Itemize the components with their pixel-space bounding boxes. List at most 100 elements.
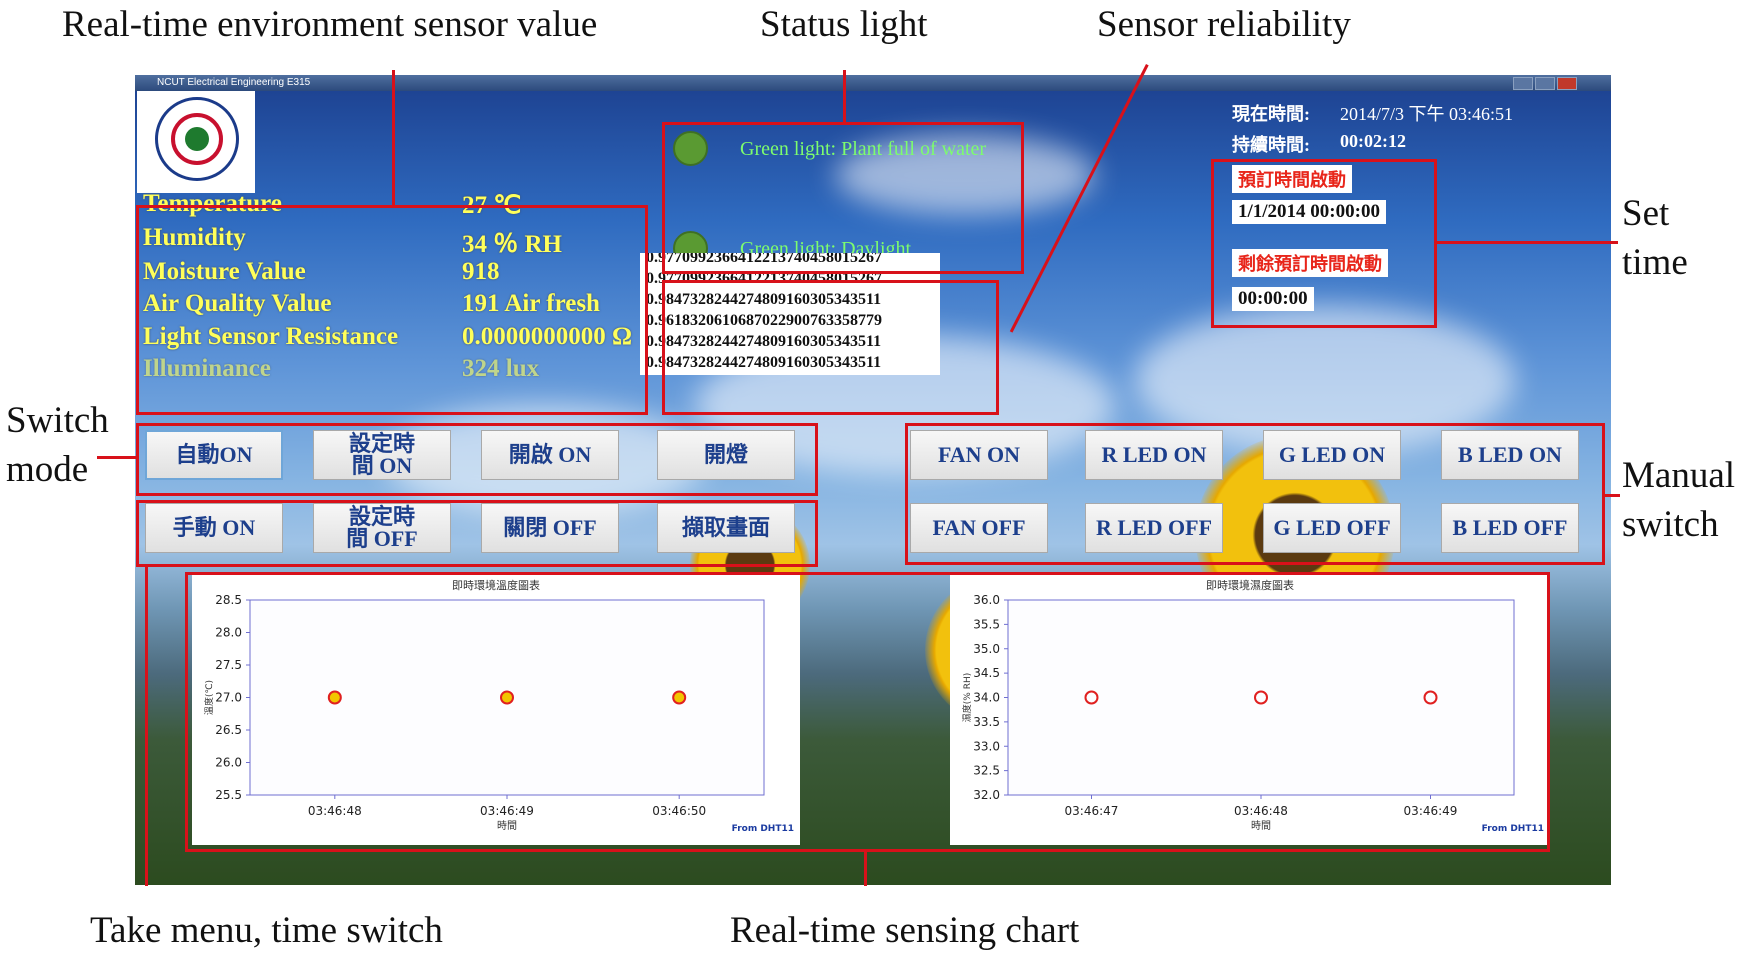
highlight-manual <box>905 423 1605 565</box>
reliability-value: 0.9847328244274809160305343511 <box>646 354 882 371</box>
set-time-on-button[interactable]: 設定時間 ON <box>313 430 451 480</box>
minimize-button[interactable] <box>1513 77 1533 90</box>
y-tick-label: 26.5 <box>215 723 242 737</box>
r-led-off-button[interactable]: R LED OFF <box>1085 503 1223 553</box>
sensor-label-moisture: Moisture Value <box>143 258 306 285</box>
close-button[interactable] <box>1557 77 1577 90</box>
set-time-off-button[interactable]: 設定時間 OFF <box>313 503 451 553</box>
y-tick-label: 27.0 <box>215 691 242 705</box>
remaining-time-label: 剩餘預訂時間啟動 <box>1232 249 1388 277</box>
callout-switch-mode-1: Switch <box>6 400 109 441</box>
y-tick-label: 25.5 <box>215 788 242 802</box>
chart-source-label: From DHT11 <box>732 824 794 834</box>
y-axis-label: 溫度(℃) <box>203 680 215 715</box>
y-tick-label: 34.5 <box>973 666 1000 680</box>
g-led-on-button[interactable]: G LED ON <box>1263 430 1401 480</box>
y-tick-label: 35.0 <box>973 642 1000 656</box>
sensor-label-light-resistance: Light Sensor Resistance <box>143 323 399 350</box>
callout-set-time-1: Set <box>1622 193 1670 234</box>
light-on-button[interactable]: 開燈 <box>657 430 795 480</box>
y-tick-label: 35.5 <box>973 617 1000 631</box>
y-tick-label: 33.0 <box>973 739 1000 753</box>
y-tick-label: 27.5 <box>215 658 242 672</box>
highlight-charts <box>185 572 1550 852</box>
connector-take-menu <box>145 566 148 886</box>
callout-sensing-chart: Real-time sensing chart <box>730 910 1080 951</box>
current-time-value: 2014/7/3 下午 03:46:51 <box>1340 104 1514 124</box>
y-tick-label: 26.0 <box>215 756 242 770</box>
y-tick-label: 32.5 <box>973 764 1000 778</box>
highlight-mode-row1 <box>136 423 818 496</box>
data-point <box>1084 690 1099 705</box>
callout-manual-switch-1: Manual <box>1622 455 1736 496</box>
highlight-sensor-values <box>136 205 648 415</box>
x-tick-label: 03:46:48 <box>1234 804 1288 818</box>
title-bar: NCUT Electrical Engineering E315 <box>135 75 1611 91</box>
y-tick-label: 33.5 <box>973 715 1000 729</box>
highlight-reliability <box>662 280 999 415</box>
connector-manual <box>1604 494 1620 497</box>
b-led-on-button[interactable]: B LED ON <box>1441 430 1579 480</box>
chart-title: 即時環境溫度圖表 <box>452 578 540 592</box>
maximize-button[interactable] <box>1535 77 1555 90</box>
chart-title: 即時環境濕度圖表 <box>1206 578 1294 592</box>
reliability-value: 0.977099236641221374045801526​7 <box>646 253 882 266</box>
callout-switch-mode-2: mode <box>6 449 89 490</box>
y-tick-label: 34.0 <box>973 691 1000 705</box>
sensor-label-illuminance: Illuminance <box>143 355 271 382</box>
duration-label: 持續時間: <box>1232 135 1310 155</box>
data-point <box>327 690 342 705</box>
sensor-value-humidity: 34 ％ RH <box>462 231 563 258</box>
x-tick-label: 03:46:47 <box>1065 804 1119 818</box>
duration-value: 00:02:12 <box>1340 131 1406 151</box>
r-led-on-button[interactable]: R LED ON <box>1085 430 1223 480</box>
scheduled-start-label: 預訂時間啟動 <box>1232 165 1352 193</box>
callout-set-time-2: time <box>1622 242 1688 283</box>
sensor-value-illuminance: 324 lux <box>462 355 540 382</box>
fan-off-button[interactable]: FAN OFF <box>910 503 1048 553</box>
fan-on-button[interactable]: FAN ON <box>910 430 1048 480</box>
data-point <box>500 690 514 705</box>
manual-on-button[interactable]: 手動 ON <box>145 503 283 553</box>
window-title: NCUT Electrical Engineering E315 <box>157 77 311 88</box>
g-led-off-button[interactable]: G LED OFF <box>1263 503 1401 553</box>
chart-source-label: From DHT11 <box>1482 824 1544 834</box>
scheduled-start-field[interactable]: 1/1/2014 00:00:00 <box>1232 200 1386 224</box>
x-axis-label: 時間 <box>497 820 517 832</box>
remaining-time-field: 00:00:00 <box>1232 287 1314 311</box>
sensor-label-temperature: Temperature <box>143 190 282 217</box>
close-off-button[interactable]: 關閉 OFF <box>481 503 619 553</box>
connector-switch-mode <box>97 456 137 459</box>
highlight-status-light <box>662 122 1024 274</box>
sensor-label-air-quality: Air Quality Value <box>143 290 332 317</box>
highlight-set-time <box>1211 159 1437 328</box>
x-tick-label: 03:46:48 <box>308 804 362 818</box>
app-window: NCUT Electrical Engineering E315 Tempera… <box>135 75 1611 885</box>
reliability-value: 0.9847328244274809160305343511 <box>646 291 882 308</box>
callout-sensor-reliability: Sensor reliability <box>1097 4 1351 45</box>
sensor-value-air-quality: 191 Air fresh <box>462 290 600 317</box>
capture-screen-button[interactable]: 擷取畫面 <box>657 503 795 553</box>
status-led-water <box>673 131 708 166</box>
connector-status <box>843 70 846 123</box>
connector-chart <box>864 851 867 886</box>
cloud <box>835 135 1095 215</box>
x-tick-label: 03:46:49 <box>1404 804 1458 818</box>
status-text-water: Green light: Plant full of water <box>740 138 987 160</box>
highlight-mode-row2 <box>136 500 818 567</box>
current-time-label: 現在時間: <box>1232 104 1310 124</box>
connector-sensor <box>392 70 395 206</box>
y-axis-label: 濕度(% RH) <box>961 673 973 722</box>
data-point <box>672 690 687 705</box>
x-tick-label: 03:46:49 <box>480 804 534 818</box>
x-tick-label: 03:46:50 <box>652 804 706 818</box>
temperature-chart-svg: 即時環境溫度圖表25.526.026.527.027.528.028.503:4… <box>203 578 794 834</box>
auto-on-button[interactable]: 自動ON <box>145 430 283 480</box>
reliability-value: 0.9618320610687022900763358779 <box>646 312 882 329</box>
open-on-button[interactable]: 開啟 ON <box>481 430 619 480</box>
reliability-value: 0.9847328244274809160305343511 <box>646 333 882 350</box>
y-tick-label: 28.5 <box>215 593 242 607</box>
university-logo <box>137 91 255 193</box>
b-led-off-button[interactable]: B LED OFF <box>1441 503 1579 553</box>
